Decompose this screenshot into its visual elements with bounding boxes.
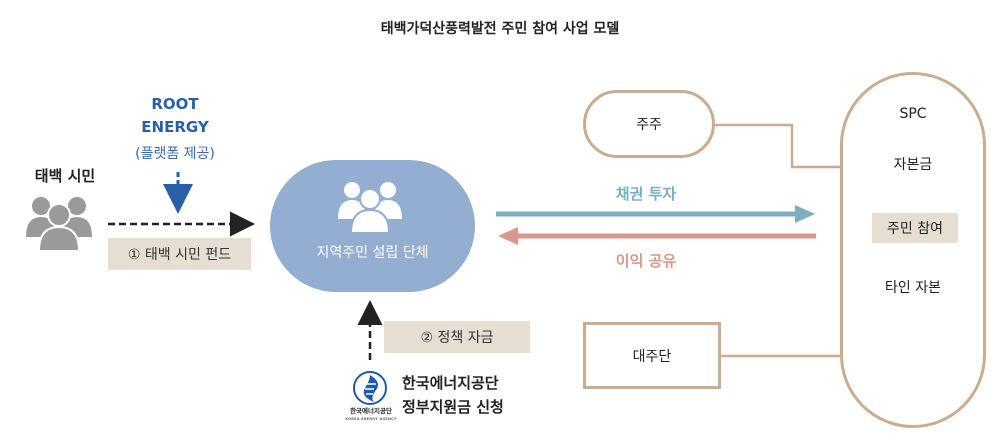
spc-other-capital: 타인 자본 xyxy=(885,280,941,296)
kea-logo-caption: 한국에너지공단 KOREA ENERGY AGENCY xyxy=(338,407,404,423)
people-group-icon xyxy=(338,182,402,234)
kea-line2: 정부지원금 신청 xyxy=(402,398,504,416)
bond-investment-label: 채권 투자 xyxy=(615,185,677,203)
citizens-label: 태백 시민 xyxy=(34,167,96,185)
bond-arrow-head xyxy=(795,205,815,223)
policy-fund-label: ② 정책 자금 xyxy=(384,321,530,353)
kea-description: 한국에너지공단 정부지원금 신청 xyxy=(402,371,504,419)
root-energy-line1: ROOT xyxy=(151,95,199,113)
diagram-title: 태백가덕산풍력발전 주민 참여 사업 모델 xyxy=(380,21,620,37)
root-energy-name: ROOT ENERGY xyxy=(120,93,230,139)
kea-logo-icon xyxy=(353,371,387,405)
shareholder-node: 주주 xyxy=(583,90,715,158)
citizen-fund-label: ① 태백 시민 펀드 xyxy=(108,238,251,270)
spc-capital: 자본금 xyxy=(893,157,933,173)
profit-arrow-head xyxy=(498,227,518,245)
root-energy-sub: (플랫폼 제공) xyxy=(135,146,215,162)
root-energy-line2: ENERGY xyxy=(141,118,209,136)
spc-node xyxy=(840,72,986,428)
spc-title: SPC xyxy=(899,106,927,122)
profit-sharing-label: 이익 공유 xyxy=(615,252,677,270)
people-group-icon xyxy=(26,197,92,251)
spc-resident-participation: 주민 참여 xyxy=(872,213,958,243)
kea-logo-sub: KOREA ENERGY AGENCY xyxy=(345,417,397,421)
kea-logo-text: 한국에너지공단 xyxy=(350,407,392,415)
creditor-node: 대주단 xyxy=(583,322,721,389)
kea-line1: 한국에너지공단 xyxy=(402,374,499,392)
shareholder-connector xyxy=(715,123,842,169)
local-group-label: 지역주민 설립 단체 xyxy=(316,245,429,261)
